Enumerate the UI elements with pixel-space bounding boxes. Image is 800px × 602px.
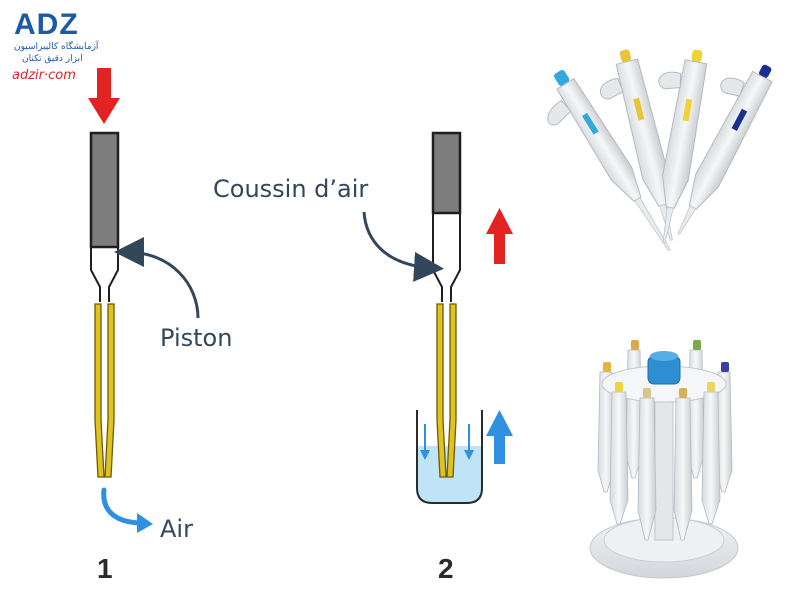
pipette-tip-1 <box>94 303 105 478</box>
step-2-diagram: Coussin d’air 2 <box>213 131 513 584</box>
step-number-2: 2 <box>438 553 454 584</box>
piston-up-arrow <box>486 208 513 264</box>
label-piston: Piston <box>160 324 232 352</box>
liquid-up-arrow <box>486 410 513 464</box>
piston-neck <box>90 247 119 302</box>
piston-rod <box>89 131 120 249</box>
piston-rod-2 <box>431 131 462 215</box>
step-number-1: 1 <box>97 553 113 584</box>
pipette-tip-2 <box>436 303 447 478</box>
piston-pointer <box>114 237 200 319</box>
pipette-rack-photo <box>589 340 739 579</box>
logo-farsi-line2: ابزار دقیق تکنان <box>22 54 83 64</box>
label-air-cushion: Coussin d’air <box>213 175 368 203</box>
beaker <box>416 410 483 504</box>
pipettes-photo <box>547 49 773 252</box>
air-cushion-pointer <box>362 211 444 282</box>
label-air: Air <box>160 515 193 543</box>
step-1-diagram: Air Piston 1 <box>88 68 232 584</box>
air-out-arrow <box>101 487 143 526</box>
push-down-arrow <box>88 68 120 124</box>
logo-site: adzir·com <box>12 68 76 83</box>
logo-mark: ADZ <box>14 8 79 41</box>
air-cushion-chamber <box>432 212 461 302</box>
logo: ADZ آزمایشگاه کالیبراسیون ابزار دقیق تکن… <box>12 8 99 83</box>
logo-farsi-line1: آزمایشگاه کالیبراسیون <box>14 40 99 52</box>
